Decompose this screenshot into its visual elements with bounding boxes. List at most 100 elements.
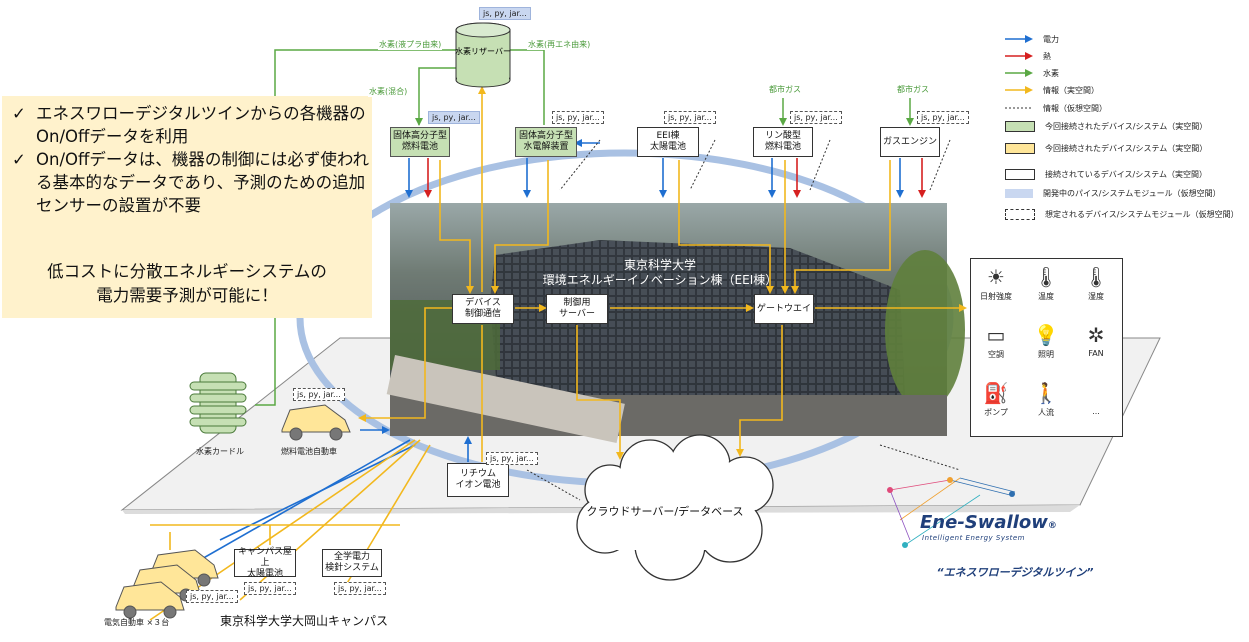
train (386, 355, 625, 443)
benefit-item: ✓ エネスワローデジタルツインからの各機器のOn/Offデータを利用 (10, 102, 372, 148)
legend-row: 水素 (1005, 66, 1059, 80)
legend-label: 想定されるデバイス/システムモジュール（仮想空間） (1045, 209, 1239, 219)
sensor-item: ▭ 空調 (971, 323, 1021, 360)
legend-swatch (1005, 120, 1035, 132)
logo-subtitle: Intelligent Energy System (922, 534, 1026, 542)
legend-swatch (1005, 103, 1033, 113)
benefit-item: ✓ On/Offデータは、機器の制御には必ず使われる基本的なデータであり、予測のた… (10, 148, 372, 217)
hydrogen-reservoir-label: 水素リザーバー (455, 47, 511, 56)
building-title: 東京科学大学 環境エネルギーイノベーション棟（EEI棟） (520, 258, 800, 288)
pem-electrolyzer-box[interactable]: 固体高分子型 水電解装置 (515, 127, 577, 157)
eei-pv-box[interactable]: EEI棟 太陽電池 (637, 127, 699, 157)
device-control-comm-box[interactable]: デバイス 制御通信 (452, 294, 514, 324)
control-server-box[interactable]: 制御用 サーバー (546, 294, 608, 324)
sensor-label: 温度 (1038, 292, 1054, 301)
legend-swatch (1005, 68, 1033, 78)
legend-row: 今回接続されたデバイス/システム（実空間） (1005, 119, 1207, 133)
sensor-item: ⛽ ポンプ (971, 381, 1021, 418)
code-module-tag: js, py, jar... (664, 111, 716, 124)
logo-name-text: Ene-Swallow (920, 512, 1048, 533)
legend-label: 接続されているデバイス/システム（実空間） (1045, 169, 1207, 179)
legend-row: 想定されるデバイス/システムモジュール（仮想空間） (1005, 207, 1239, 221)
sensor-label: 空調 (988, 350, 1004, 359)
sensor-label: 人流 (1038, 408, 1054, 417)
legend-row: 電力 (1005, 32, 1059, 46)
pump-icon: ⛽ (983, 381, 1009, 405)
fuel-cell-car-label: 燃料電池自動車 (281, 447, 337, 456)
legend-swatch (1005, 208, 1035, 220)
building-title-line-1: 東京科学大学 (623, 258, 696, 272)
sensor-item: ☀日射強度 (971, 265, 1021, 302)
code-module-tag: js, py, jar... (186, 590, 238, 603)
gateway-box[interactable]: ゲートウエイ (754, 294, 814, 324)
phosphoric-fuel-cell-box[interactable]: リン酸型 燃料電池 (753, 127, 813, 157)
code-module-tag: js, py, jar... (790, 111, 842, 124)
benefits-list: ✓ エネスワローデジタルツインからの各機器のOn/Offデータを利用 ✓ On/Of… (2, 102, 372, 217)
code-module-tag: js, py, jar... (486, 452, 538, 465)
summary-line-1: 低コストに分散エネルギーシステムの (47, 262, 327, 281)
logo-registered-mark: ® (1047, 521, 1057, 531)
ene-swallow-logo-network (887, 477, 1016, 548)
legend-swatch (1005, 188, 1033, 198)
h2-mixed-label: 水素(混合) (368, 86, 409, 97)
legend-row: 今回接続されたデバイス/システム（実空間） (1005, 141, 1207, 155)
legend-swatch (1005, 85, 1033, 95)
fan-icon: ✲ (1087, 323, 1105, 347)
sensor-item: 🌡湿度 (1071, 265, 1121, 302)
gas-engine-box[interactable]: ガスエンジン (880, 127, 940, 157)
legend-label: 今回接続されたデバイス/システム（実空間） (1045, 121, 1208, 131)
ene-swallow-logo: Ene-Swallow® (920, 512, 1057, 533)
benefit-text: On/Offデータは、機器の制御には必ず使われる基本的なデータであり、予測のため… (36, 150, 370, 215)
trees-right (885, 250, 965, 410)
ev-cars-label: 電気自動車 ×３台 (104, 618, 170, 627)
code-module-tag: js, py, jar... (244, 582, 296, 595)
sensor-item: 🚶 人流 (1021, 381, 1071, 418)
legend-swatch (1005, 51, 1033, 61)
legend-label: 電力 (1043, 34, 1059, 44)
h2-from-renewable-label: 水素(再エネ由来) (527, 39, 592, 50)
sensor-label: ポンプ (984, 408, 1008, 417)
code-module-tag: js, py, jar... (293, 388, 345, 401)
sensor-panel: ☀日射強度🌡温度🌡湿度▭空調💡照明✲FAN⛽ポンプ🚶人流... (970, 258, 1123, 437)
check-icon: ✓ (12, 150, 26, 169)
pem-fuel-cell-box[interactable]: 固体高分子型 燃料電池 (390, 127, 450, 157)
code-module-tag: js, py, jar... (479, 7, 531, 20)
code-module-tag: js, py, jar... (552, 111, 604, 124)
legend-row: 情報（実空間） (1005, 83, 1099, 97)
legend-label: 水素 (1043, 68, 1059, 78)
power-metering-system-box[interactable]: 全学電力 検針システム (322, 549, 382, 577)
legend-label: 今回接続されたデバイス/システム（実空間） (1045, 143, 1208, 153)
legend-row: 情報（仮想空間） (1005, 101, 1107, 115)
check-icon: ✓ (12, 104, 26, 123)
benefit-text: エネスワローデジタルツインからの各機器のOn/Offデータを利用 (36, 104, 366, 146)
building-title-line-2: 環境エネルギーイノベーション棟（EEI棟） (542, 273, 778, 287)
air-conditioner-icon: ▭ (986, 323, 1006, 347)
benefits-callout: ✓ エネスワローデジタルツインからの各機器のOn/Offデータを利用 ✓ On/Of… (2, 96, 372, 318)
campus-pv-box[interactable]: キャンパス屋上 太陽電池 (234, 547, 296, 579)
legend-row: 開発中のパイス/システムモジュール（仮想空間） (1005, 186, 1221, 200)
hydrogen-cartridge-shape (189, 372, 247, 434)
hydrogen-cartridge-label: 水素カードル (196, 447, 244, 456)
sensor-label: FAN (1088, 349, 1104, 358)
thermometer-icon: 🌡 (1083, 265, 1109, 289)
eei-building-shape (490, 240, 905, 430)
code-module-tag: js, py, jar... (334, 582, 386, 595)
legend-swatch (1005, 142, 1035, 154)
sensor-label: ... (1092, 407, 1100, 416)
sensor-label: 照明 (1038, 350, 1054, 359)
sensor-item: ... (1071, 381, 1121, 416)
hydrogen-reservoir-cylinder (455, 22, 511, 88)
campus-name: 東京科学大学大岡山キャンパス (220, 614, 389, 628)
legend-label: 開発中のパイス/システムモジュール（仮想空間） (1043, 188, 1221, 198)
ev-cars-shape (115, 549, 219, 619)
summary-text: 低コストに分散エネルギーシステムの 電力需要予測が可能に！ (2, 260, 372, 308)
thermometer-icon: 🌡 (1033, 265, 1059, 289)
walking-person-icon: 🚶 (1033, 381, 1059, 405)
legend-label: 情報（実空間） (1043, 85, 1099, 95)
legend-row: 熱 (1005, 49, 1051, 63)
lithium-battery-box[interactable]: リチウム イオン電池 (447, 463, 509, 497)
legend-label: 情報（仮想空間） (1043, 103, 1107, 113)
sensor-item: 🌡 温度 (1021, 265, 1071, 302)
